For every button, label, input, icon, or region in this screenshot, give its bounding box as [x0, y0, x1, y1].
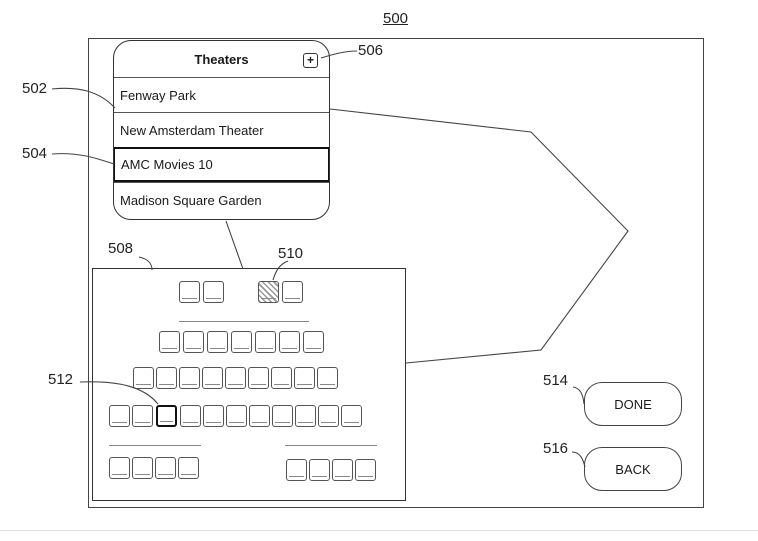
seat[interactable]: [155, 457, 176, 479]
theater-item-amc-movies-10[interactable]: AMC Movies 10: [114, 147, 329, 182]
page-bottom-rule: [0, 530, 758, 531]
leader-line-504: [51, 153, 115, 165]
seat[interactable]: [255, 331, 276, 353]
back-button[interactable]: BACK: [584, 447, 682, 491]
seat[interactable]: [271, 367, 292, 389]
seat[interactable]: [226, 405, 247, 427]
add-theater-button[interactable]: +: [303, 53, 318, 68]
seat[interactable]: [341, 405, 362, 427]
seat[interactable]: [180, 405, 201, 427]
ref-label-510: 510: [278, 245, 304, 262]
leader-line-506: [320, 50, 358, 59]
ref-label-508: 508: [108, 240, 134, 257]
leader-line-502: [51, 87, 116, 109]
seat[interactable]: [225, 367, 246, 389]
done-button[interactable]: DONE: [584, 382, 682, 426]
leader-line-512: [79, 381, 159, 405]
leader-line-510: [272, 260, 289, 281]
seat[interactable]: [279, 331, 300, 353]
seat[interactable]: [203, 281, 224, 303]
theater-item-madison-square-garden[interactable]: Madison Square Garden: [114, 182, 329, 217]
seat[interactable]: [282, 281, 303, 303]
seat[interactable]: [317, 367, 338, 389]
stage-divider: [179, 321, 309, 322]
seat[interactable]: [203, 405, 224, 427]
popover-pointer-line: [225, 220, 244, 270]
seat[interactable]: [109, 457, 130, 479]
seat[interactable]: [286, 459, 307, 481]
seat[interactable]: [309, 459, 330, 481]
popover-connector-line: [329, 108, 629, 364]
ref-label-506: 506: [358, 42, 384, 59]
seat[interactable]: [159, 331, 180, 353]
seat[interactable]: [179, 281, 200, 303]
figure-number: 500: [383, 10, 409, 27]
seat[interactable]: [178, 457, 199, 479]
seat[interactable]: [133, 367, 154, 389]
theaters-title: Theaters: [194, 51, 249, 67]
seat[interactable]: [156, 367, 177, 389]
seat[interactable]: [207, 331, 228, 353]
seat[interactable]: [202, 367, 223, 389]
reserved-seat: [258, 281, 279, 303]
aisle-divider-right: [285, 445, 377, 446]
ref-label-516: 516: [543, 440, 569, 457]
ref-label-504: 504: [22, 145, 48, 162]
seat[interactable]: [303, 331, 324, 353]
leader-line-516: [571, 451, 586, 468]
seat[interactable]: [355, 459, 376, 481]
seat[interactable]: [132, 405, 153, 427]
ref-label-502: 502: [22, 80, 48, 97]
ref-label-514: 514: [543, 372, 569, 389]
seating-chart-panel: [92, 268, 406, 501]
seat[interactable]: [295, 405, 316, 427]
seat[interactable]: [179, 367, 200, 389]
seat[interactable]: [248, 367, 269, 389]
theater-item-new-amsterdam[interactable]: New Amsterdam Theater: [114, 112, 329, 147]
ref-label-512: 512: [48, 371, 74, 388]
theater-item-fenway-park[interactable]: Fenway Park: [114, 77, 329, 112]
aisle-divider-left: [109, 445, 201, 446]
seat[interactable]: [272, 405, 293, 427]
seat[interactable]: [132, 457, 153, 479]
selected-seat[interactable]: [156, 405, 177, 427]
seat[interactable]: [231, 331, 252, 353]
device-screen-frame: [88, 38, 704, 508]
seat[interactable]: [249, 405, 270, 427]
theaters-panel-header: Theaters +: [114, 41, 329, 77]
leader-line-514: [572, 386, 585, 405]
seat[interactable]: [318, 405, 339, 427]
seat[interactable]: [109, 405, 130, 427]
seat[interactable]: [294, 367, 315, 389]
seat[interactable]: [183, 331, 204, 353]
leader-line-508: [138, 256, 153, 271]
theaters-panel: Theaters + Fenway Park New Amsterdam The…: [113, 40, 330, 220]
seat[interactable]: [332, 459, 353, 481]
